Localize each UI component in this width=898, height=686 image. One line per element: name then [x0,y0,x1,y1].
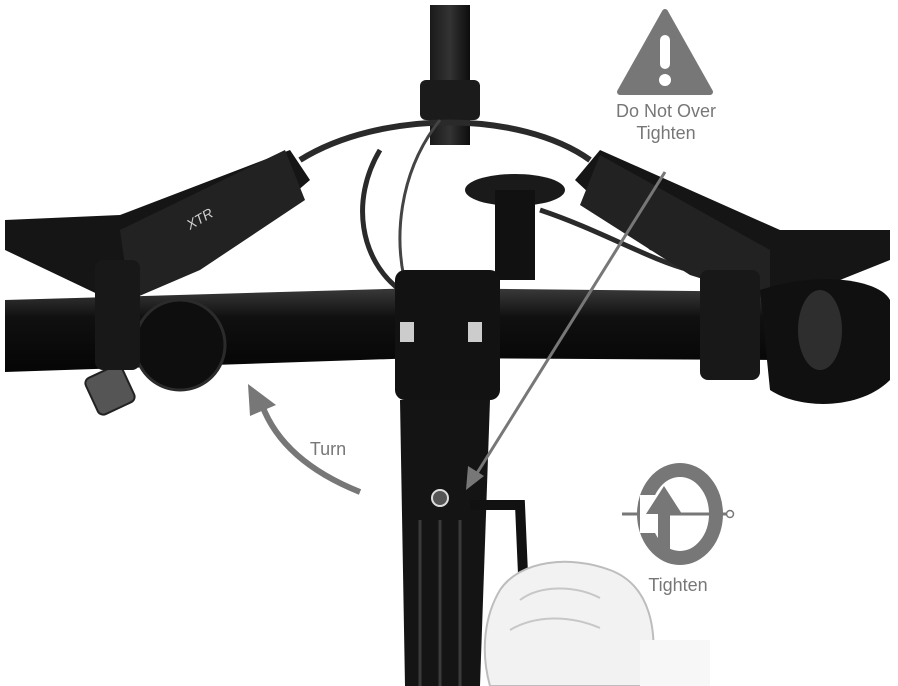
right-shifter-barrel [798,290,842,370]
tighten-label: Tighten [628,574,728,596]
computer-mount-post [495,190,535,280]
warning-line-2: Tighten [596,122,736,144]
left-clamp [95,260,140,370]
left-shifter-knob [83,363,136,416]
stem-faceplate-bolt-right [468,322,482,342]
left-shifter-pod [135,300,225,390]
photo-fade [640,640,710,686]
clockwise-rotation-icon [622,470,734,558]
warning-line-1: Do Not Over [596,100,736,122]
right-clamp [700,270,760,380]
stem-faceplate-bolt-left [400,322,414,342]
left-lever-body [120,150,305,300]
warning-triangle-icon [620,12,710,92]
warning-label: Do Not Over Tighten [596,100,736,144]
head-tube [400,400,490,686]
shift-cable [363,150,400,290]
headset-spacer [420,80,480,120]
stem-clamp-bolt [432,490,448,506]
turn-label: Turn [296,438,360,460]
